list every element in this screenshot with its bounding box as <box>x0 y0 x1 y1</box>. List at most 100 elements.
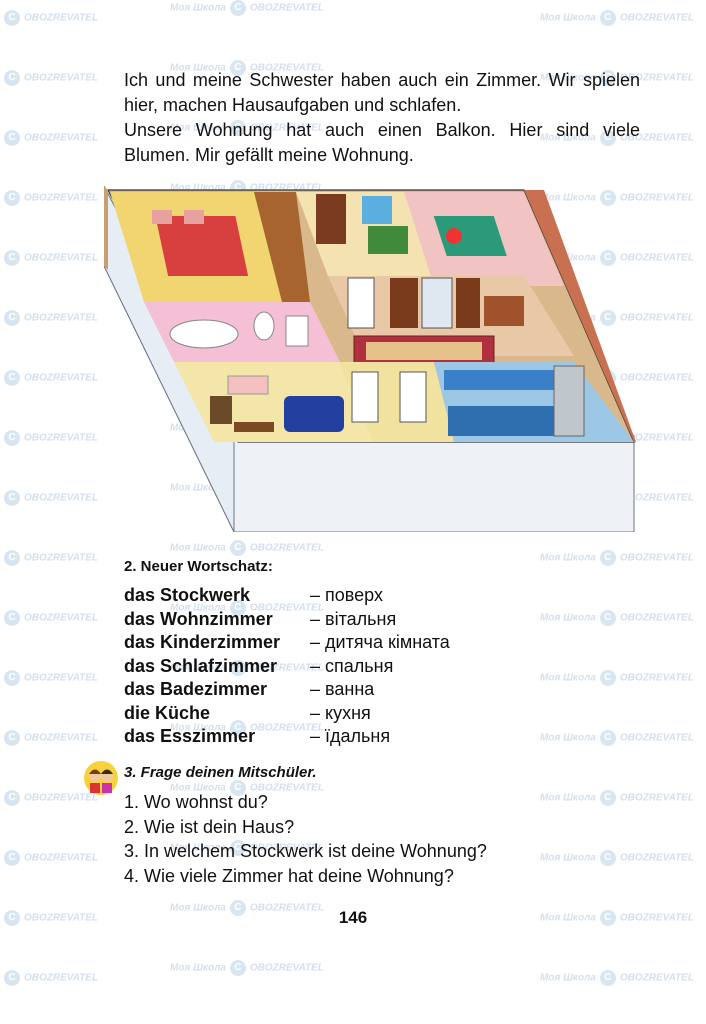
question-item: 1. Wo wohnst du? <box>124 792 268 812</box>
question-item: 2. Wie ist dein Haus? <box>124 816 295 837</box>
watermark-brand: OBOZREVATEL <box>24 372 99 384</box>
watermark: C OBOZREVATEL <box>0 70 98 86</box>
watermark-brand: OBOZREVATEL <box>249 662 324 674</box>
watermark-logo-icon: C <box>4 970 20 986</box>
watermark-brand: OBOZREVATEL <box>619 552 694 564</box>
page-number: 146 <box>338 908 368 927</box>
watermark-logo-icon: C <box>4 910 20 926</box>
watermark-brand: OBOZREVATEL <box>24 132 99 144</box>
watermark-label: Моя Школа <box>170 662 226 674</box>
watermark-logo-icon: C <box>599 190 616 206</box>
vocab-item: die Küche– кухня <box>124 702 450 726</box>
watermark-logo-icon: C <box>4 790 20 806</box>
watermark-logo-icon: C <box>599 790 616 806</box>
watermark-brand: OBOZREVATEL <box>24 72 99 84</box>
vocab-german: das Esszimmer <box>124 726 256 746</box>
watermark-logo-icon: C <box>599 910 616 926</box>
watermark-brand: OBOZREVATEL <box>619 672 694 684</box>
apartment-floorplan-illustration <box>104 186 636 532</box>
watermark-brand: OBOZREVATEL <box>24 252 99 264</box>
watermark-brand: OBOZREVATEL <box>24 972 99 984</box>
watermark-brand: OBOZREVATEL <box>24 432 99 444</box>
watermark-logo-icon: C <box>4 190 20 206</box>
vocab-german: das Badezimmer <box>124 679 268 699</box>
watermark-logo-icon: C <box>4 670 20 686</box>
watermark-brand: OBOZREVATEL <box>249 722 324 734</box>
watermark-logo-icon: C <box>4 550 20 566</box>
vocab-ukrainian: – вітальня <box>310 608 397 629</box>
questions-list: 1. Wo wohnst du? 2. Wie ist dein Haus? 3… <box>124 790 487 888</box>
watermark-logo-icon: C <box>229 900 246 916</box>
watermark-brand: OBOZREVATEL <box>24 852 99 864</box>
watermark-label: Моя Школа <box>540 12 596 24</box>
watermark-logo-icon: C <box>4 250 20 266</box>
watermark-brand: OBOZREVATEL <box>249 62 324 74</box>
intro-paragraph-1: Ich und meine Schwester haben auch ein Z… <box>124 70 640 115</box>
watermark: C OBOZREVATEL <box>0 610 98 626</box>
watermark-brand: OBOZREVATEL <box>619 372 694 384</box>
watermark-brand: OBOZREVATEL <box>24 492 99 504</box>
watermark-logo-icon: C <box>4 70 20 86</box>
watermark-logo-icon: C <box>599 730 616 746</box>
talking-kids-icon <box>84 761 118 795</box>
vocab-ukrainian: – поверх <box>310 585 383 605</box>
vocab-item: das Wohnzimmer– вітальня <box>124 608 450 632</box>
watermark: C OBOZREVATEL <box>0 250 98 266</box>
watermark-logo-icon: C <box>4 310 20 326</box>
watermark-logo-icon: C <box>229 660 246 676</box>
vocab-ukrainian: – ванна <box>310 679 375 699</box>
watermark-label: Моя Школа <box>170 182 226 194</box>
watermark-brand: OBOZREVATEL <box>619 432 694 444</box>
watermark-label: Моя Школа <box>170 722 226 734</box>
watermark-logo-icon: C <box>229 120 246 136</box>
watermark-logo-icon: C <box>4 490 20 506</box>
watermark-brand: OBOZREVATEL <box>24 672 99 684</box>
watermark-label: Моя Школа <box>170 62 226 74</box>
watermark-brand: OBOZREVATEL <box>24 552 99 564</box>
vocab-german: die Küche <box>124 702 211 723</box>
watermark-label: Моя Школа <box>170 782 226 794</box>
vocab-item: das Esszimmer– їдальня <box>124 725 450 749</box>
watermark-brand: OBOZREVATEL <box>619 132 694 144</box>
watermark-logo-icon: C <box>4 430 20 446</box>
watermark-label: Моя Школа <box>170 2 226 14</box>
vocab-item: das Schlafzimmer– спальня <box>124 655 450 679</box>
watermark-brand: OBOZREVATEL <box>619 612 694 624</box>
vocab-ukrainian: – спальня <box>310 655 394 676</box>
section-2-title: 2. Neuer Wortschatz: <box>124 558 273 575</box>
vocabulary-list: das Stockwerk– поверх das Wohnzimmer– ві… <box>124 584 450 749</box>
watermark-brand: OBOZREVATEL <box>249 842 324 854</box>
watermark-brand: OBOZREVATEL <box>619 192 694 204</box>
watermark-logo-icon: C <box>4 610 20 626</box>
watermark-logo-icon: C <box>599 670 616 686</box>
question-item: 4. Wie viele Zimmer hat deine Wohnung? <box>124 865 454 886</box>
watermark-brand: OBOZREVATEL <box>619 732 694 744</box>
watermark-label: Моя Школа <box>170 842 226 854</box>
watermark: C OBOZREVATEL <box>0 670 98 686</box>
watermark: C OBOZREVATEL <box>0 430 98 446</box>
watermark-brand: OBOZREVATEL <box>24 612 99 624</box>
watermark-logo-icon: C <box>4 730 20 746</box>
watermark-label: Моя Школа <box>170 482 226 494</box>
watermark-brand: OBOZREVATEL <box>619 312 694 324</box>
watermark-label: Моя Школа <box>170 962 226 974</box>
watermark-logo-icon: C <box>599 250 616 266</box>
watermark-logo-icon: C <box>4 850 20 866</box>
watermark: C OBOZREVATEL <box>0 550 98 566</box>
watermark: C OBOZREVATEL <box>0 970 98 986</box>
watermark-logo-icon: C <box>229 780 246 796</box>
watermark-logo-icon: C <box>599 70 616 86</box>
